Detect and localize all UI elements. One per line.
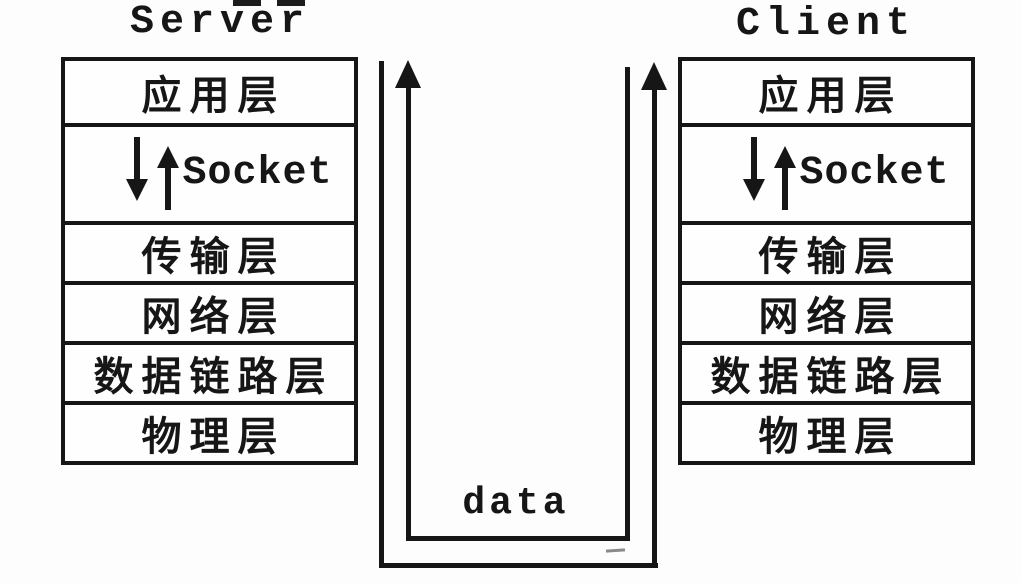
client-physical-layer: 物理层 bbox=[682, 401, 971, 461]
client-outbound-line bbox=[625, 67, 630, 541]
server-datalink-layer: 数据链路层 bbox=[65, 341, 354, 401]
client-socket-layer: Socket bbox=[682, 122, 971, 221]
socket-down-arrow-icon bbox=[126, 136, 149, 201]
scan-artifact bbox=[605, 548, 626, 553]
socket-arrows: Socket bbox=[743, 136, 950, 210]
server-transport-layer: 传输层 bbox=[65, 221, 354, 281]
data-label: data bbox=[462, 482, 570, 525]
server-application-layer: 应用层 bbox=[141, 72, 286, 118]
inner-u-bottom-line bbox=[406, 536, 630, 541]
server-title: Server bbox=[129, 0, 311, 45]
client-application-layer: 应用层 bbox=[758, 72, 903, 118]
client-inbound-line bbox=[652, 88, 657, 568]
socket-down-arrow-icon bbox=[743, 136, 766, 201]
socket-up-arrow-icon bbox=[774, 145, 797, 210]
server-inbound-arrow-icon bbox=[395, 60, 421, 88]
socket-arrows: Socket bbox=[126, 136, 333, 210]
client-protocol-stack: 应用层 Socket 传输层 网络层 数据链路层 物理层 bbox=[678, 57, 975, 465]
server-protocol-stack: 应用层 Socket 传输层 网络层 数据链路层 物理层 bbox=[61, 57, 358, 465]
socket-up-arrow-icon bbox=[157, 145, 180, 210]
client-transport-layer: 传输层 bbox=[682, 221, 971, 281]
server-physical-layer: 物理层 bbox=[65, 401, 354, 461]
server-network-layer: 网络层 bbox=[65, 281, 354, 341]
server-inbound-line bbox=[406, 86, 411, 541]
scan-artifact bbox=[277, 0, 305, 6]
outer-u-bottom-line bbox=[379, 563, 658, 568]
client-socket-label: Socket bbox=[799, 151, 950, 197]
scan-artifact bbox=[233, 0, 261, 6]
client-inbound-arrow-icon bbox=[641, 62, 667, 90]
client-datalink-layer: 数据链路层 bbox=[682, 341, 971, 401]
client-network-layer: 网络层 bbox=[682, 281, 971, 341]
server-outbound-line bbox=[379, 61, 384, 568]
server-socket-label: Socket bbox=[182, 151, 333, 197]
server-socket-layer: Socket bbox=[65, 122, 354, 221]
client-title: Client bbox=[735, 2, 917, 47]
